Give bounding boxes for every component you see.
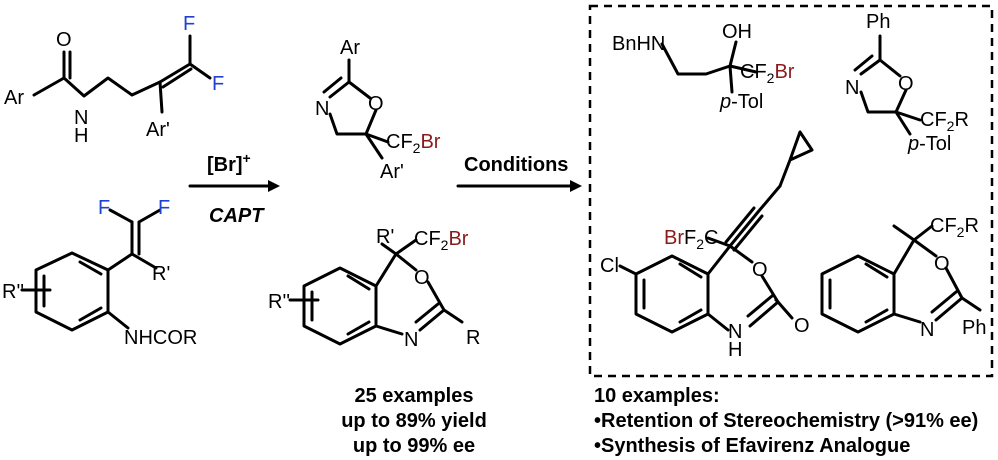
atom-h: H — [74, 125, 88, 147]
group-oh: OH — [722, 21, 752, 43]
application-oxazoline: Ph N O CF2R p-Tol — [845, 11, 969, 155]
product-oxazoline: Ar N O CF2Br Ar' — [315, 37, 441, 183]
product-benzoxazine: R' CF2Br R'' O N R — [268, 226, 480, 351]
atom-r-prime: R' — [376, 226, 394, 248]
atom-h: H — [728, 339, 742, 361]
group-p-tol: p-Tol — [719, 91, 763, 113]
atom-r-double-prime: R'' — [268, 291, 290, 313]
application-amino-alcohol: BnHN OH CF2Br p-Tol — [612, 21, 795, 113]
applications-box — [588, 4, 994, 378]
group-nhcor: NHCOR — [124, 327, 197, 349]
atom-o: O — [794, 315, 810, 337]
reagent-catalyst: CAPT — [209, 205, 265, 227]
atom-n: N — [404, 329, 418, 351]
group-brf2c: BrF2C — [664, 227, 718, 252]
group-cf2r: CF2R — [930, 215, 979, 240]
application-efavirenz-analogue: Cl BrF2C O O N H — [600, 130, 814, 361]
application-summary: 10 examples: •Retention of Stereochemist… — [594, 384, 978, 459]
atom-o: O — [898, 73, 914, 95]
atom-ar-prime: Ar' — [146, 119, 170, 141]
atom-ph: Ph — [866, 11, 890, 33]
atom-r: R — [466, 327, 480, 349]
atom-ph: Ph — [962, 317, 986, 339]
substrate-allyl-amide: O Ar N H F F Ar' — [4, 13, 224, 147]
atom-o: O — [752, 259, 768, 281]
atom-r-double-prime: R'' — [2, 281, 24, 303]
atom-n: N — [845, 77, 859, 99]
atom-f: F — [183, 13, 195, 35]
group-p-tol: p-Tol — [907, 133, 951, 155]
scope-line: up to 99% ee — [352, 435, 476, 457]
atom-ar-prime: Ar' — [380, 161, 404, 183]
reaction-arrow-1: [Br]+ CAPT — [188, 150, 280, 227]
group-cf2br: CF2Br — [740, 61, 795, 86]
atom-nh: N — [74, 107, 88, 129]
atom-o: O — [368, 93, 384, 115]
group-cf2br: CF2Br — [414, 228, 469, 253]
scope-line: 25 examples — [354, 385, 474, 407]
conditions-label: Conditions — [464, 154, 568, 176]
atom-cl: Cl — [600, 255, 619, 277]
atom-o: O — [414, 267, 430, 289]
substrate-anilide: F F R' R'' NHCOR — [2, 197, 197, 349]
application-line: 10 examples: — [594, 385, 720, 407]
atom-f: F — [158, 197, 170, 219]
scope-line: up to 89% yield — [341, 410, 487, 432]
atom-f: F — [98, 197, 110, 219]
reagent-bromonium: [Br]+ — [207, 150, 251, 176]
group-bnhn: BnHN — [612, 33, 665, 55]
atom-o: O — [934, 253, 950, 275]
atom-n: N — [315, 98, 329, 120]
atom-ar: Ar — [4, 87, 24, 109]
scope-summary: 25 examples up to 89% yield up to 99% ee — [334, 384, 494, 459]
atom-n: N — [728, 321, 742, 343]
group-cf2r: CF2R — [920, 109, 969, 134]
application-line: •Synthesis of Efavirenz Analogue — [594, 435, 911, 457]
atom-f: F — [212, 73, 224, 95]
atom-n: N — [920, 319, 934, 341]
atom-r-prime: R' — [152, 263, 170, 285]
application-benzoxazine-ph: CF2R O N Ph — [820, 215, 986, 341]
application-line: •Retention of Stereochemistry (>91% ee) — [594, 410, 979, 432]
atom-o: O — [56, 29, 72, 51]
atom-ar: Ar — [340, 37, 360, 59]
group-cf2br: CF2Br — [386, 131, 441, 156]
reaction-arrow-2: Conditions — [456, 154, 582, 192]
